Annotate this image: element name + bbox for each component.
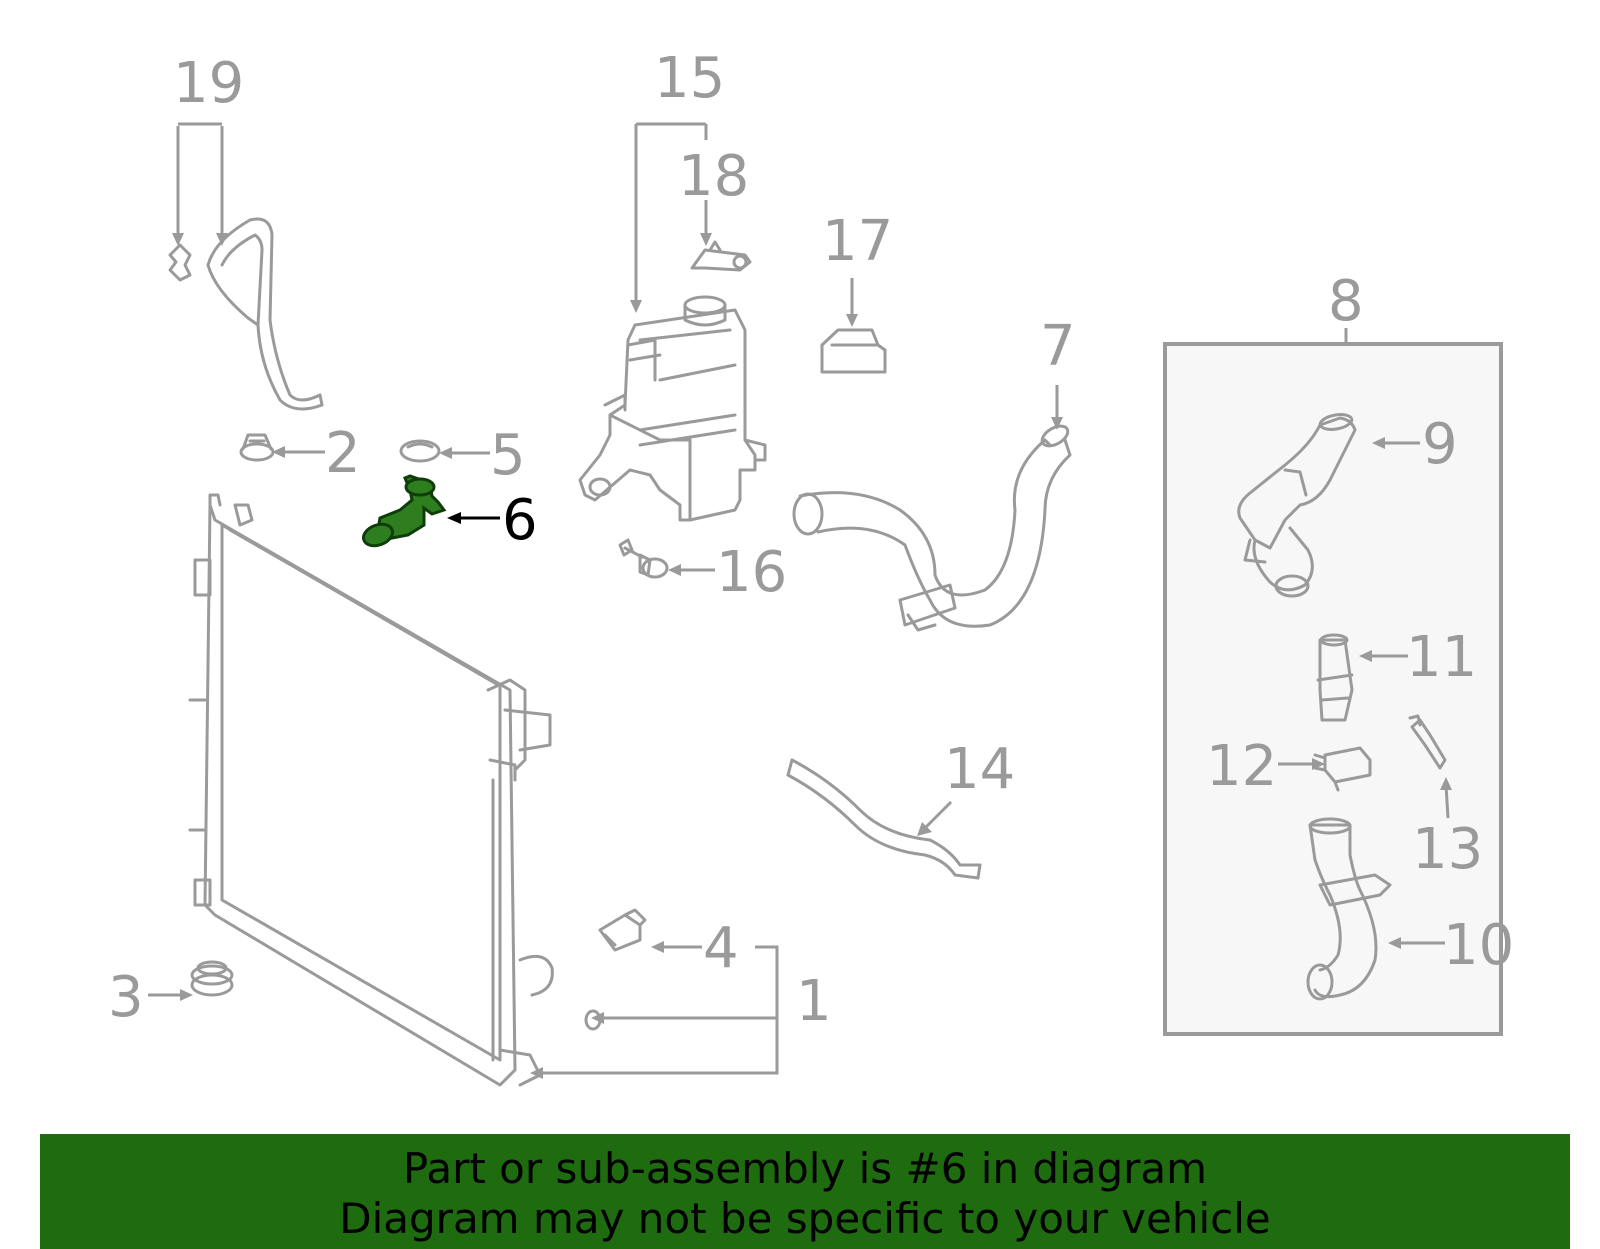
part-14-hose[interactable]: [786, 758, 982, 880]
part-10[interactable]: [1306, 817, 1392, 1001]
callout-17: 17: [822, 209, 893, 274]
callout-labels: 19 15 18 17 7 8 2 5 6 16 9 11 12 13 10 1…: [108, 46, 1514, 1034]
part-4[interactable]: [598, 908, 647, 952]
part-11[interactable]: [1316, 633, 1354, 722]
callout-19: 19: [173, 51, 244, 116]
callout-18: 18: [678, 144, 749, 209]
callout-8: 8: [1328, 269, 1364, 334]
part-5[interactable]: [399, 439, 441, 463]
banner-line-1: Part or sub-assembly is #6 in diagram: [402, 1144, 1208, 1193]
callout-1: 1: [796, 969, 832, 1034]
part-6-highlighted[interactable]: [360, 474, 447, 550]
callout-5: 5: [490, 423, 526, 488]
part-13[interactable]: [1408, 714, 1447, 770]
banner-line-2: Diagram may not be specific to your vehi…: [339, 1194, 1271, 1243]
callout-3: 3: [108, 965, 144, 1030]
info-banner: Part or sub-assembly is #6 in diagram Di…: [40, 1134, 1570, 1249]
callout-2: 2: [325, 421, 361, 486]
callout-9: 9: [1422, 412, 1458, 477]
callout-4: 4: [703, 916, 739, 981]
leader-lines: [148, 122, 1452, 1079]
part-18[interactable]: [690, 240, 752, 272]
callout-16: 16: [716, 540, 787, 605]
callout-12: 12: [1206, 734, 1277, 799]
part-17[interactable]: [820, 328, 887, 374]
part-9[interactable]: [1237, 412, 1357, 598]
part-8-kit-box: [1163, 342, 1503, 1036]
callout-13: 13: [1412, 817, 1483, 882]
part-7-hose[interactable]: [792, 422, 1072, 632]
radiator-part-1[interactable]: [188, 493, 554, 1087]
part-19-hose[interactable]: [168, 217, 324, 411]
part-15-reservoir[interactable]: [578, 295, 767, 522]
callout-7: 7: [1040, 314, 1076, 379]
part-3[interactable]: [190, 960, 234, 997]
callout-14: 14: [944, 737, 1015, 802]
part-16-bolt[interactable]: [618, 538, 669, 579]
callout-10: 10: [1443, 913, 1514, 978]
part-2[interactable]: [239, 433, 275, 462]
callout-11: 11: [1406, 625, 1477, 690]
callout-6: 6: [502, 488, 538, 553]
callout-15: 15: [654, 46, 725, 111]
